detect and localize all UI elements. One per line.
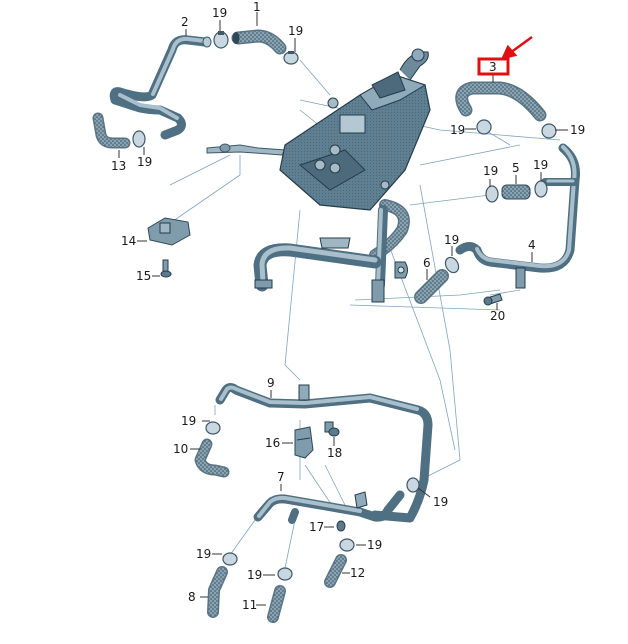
leader-lines <box>118 12 568 606</box>
callout-19[interactable]: 19 <box>444 233 459 247</box>
callout-9[interactable]: 9 <box>267 376 275 390</box>
callout-20[interactable]: 20 <box>490 309 505 323</box>
hose-clamp[interactable] <box>443 255 461 275</box>
hose-clamp[interactable] <box>205 421 221 435</box>
hose-clamp[interactable] <box>283 51 299 65</box>
part-2-pipe[interactable] <box>109 35 212 140</box>
part-13-elbow-hose[interactable] <box>92 112 131 149</box>
part-5-hose[interactable] <box>501 184 531 200</box>
highlight-part-3 <box>477 35 533 76</box>
callout-2[interactable]: 2 <box>181 15 189 29</box>
hose-clamp[interactable] <box>476 119 492 135</box>
part-20-screw[interactable] <box>483 293 503 306</box>
callout-18[interactable]: 18 <box>327 446 342 460</box>
part-6-hose[interactable] <box>414 269 449 304</box>
hose-clamp[interactable] <box>541 123 557 139</box>
part-1-hose[interactable] <box>231 29 287 55</box>
callout-15[interactable]: 15 <box>136 269 151 283</box>
callout-19[interactable]: 19 <box>570 123 585 137</box>
part-4-pipe[interactable] <box>455 143 580 289</box>
callout-17[interactable]: 17 <box>309 520 324 534</box>
hose-clamp[interactable] <box>485 185 499 203</box>
callout-6[interactable]: 6 <box>423 256 431 270</box>
part-12-hose[interactable] <box>324 554 347 588</box>
callout-16[interactable]: 16 <box>265 436 280 450</box>
callout-11[interactable]: 11 <box>242 598 257 612</box>
callout-1[interactable]: 1 <box>253 0 261 14</box>
callout-3[interactable]: 3 <box>489 60 497 74</box>
part-9-pipe[interactable] <box>215 383 433 523</box>
part-16-holder[interactable] <box>294 426 314 459</box>
part-15-screw[interactable] <box>160 259 172 278</box>
callout-5[interactable]: 5 <box>512 161 520 175</box>
callout-19[interactable]: 19 <box>181 414 196 428</box>
callout-19[interactable]: 19 <box>533 158 548 172</box>
callout-8[interactable]: 8 <box>188 590 196 604</box>
callout-4[interactable]: 4 <box>528 238 536 252</box>
callout-19[interactable]: 19 <box>367 538 382 552</box>
callout-labels: 2 19 1 19 13 19 3 19 19 19 5 19 4 19 6 2… <box>111 0 585 612</box>
part-7-pipe[interactable] <box>253 490 405 524</box>
hose-clamp[interactable] <box>132 130 146 148</box>
callout-19[interactable]: 19 <box>433 495 448 509</box>
callout-19[interactable]: 19 <box>212 6 227 20</box>
bracket-strip[interactable] <box>206 143 286 156</box>
main-housing-unit[interactable] <box>253 48 431 303</box>
callout-19[interactable]: 19 <box>247 568 262 582</box>
hose-clamp[interactable] <box>277 567 293 581</box>
callout-13[interactable]: 13 <box>111 159 126 173</box>
callout-19[interactable]: 19 <box>196 547 211 561</box>
callout-19[interactable]: 19 <box>137 155 152 169</box>
part-17-nut[interactable] <box>336 520 346 532</box>
hose-clamp[interactable] <box>222 552 238 566</box>
callout-7[interactable]: 7 <box>277 470 285 484</box>
callout-14[interactable]: 14 <box>121 234 136 248</box>
part-14-holder[interactable] <box>147 217 191 246</box>
callout-10[interactable]: 10 <box>173 442 188 456</box>
part-18-screw[interactable] <box>324 421 340 437</box>
part-10-elbow-hose[interactable] <box>194 438 230 478</box>
part-3-hose[interactable] <box>455 81 547 122</box>
callout-19[interactable]: 19 <box>288 24 303 38</box>
callout-19[interactable]: 19 <box>450 123 465 137</box>
part-8-hose[interactable] <box>207 566 228 618</box>
hose-clamp[interactable] <box>534 180 548 198</box>
hose-clamp[interactable] <box>339 538 355 552</box>
callout-19[interactable]: 19 <box>483 164 498 178</box>
part-11-hose[interactable] <box>267 585 286 623</box>
hose-clamp[interactable] <box>406 477 420 493</box>
hose-clamp[interactable] <box>213 31 229 49</box>
callout-12[interactable]: 12 <box>350 566 365 580</box>
